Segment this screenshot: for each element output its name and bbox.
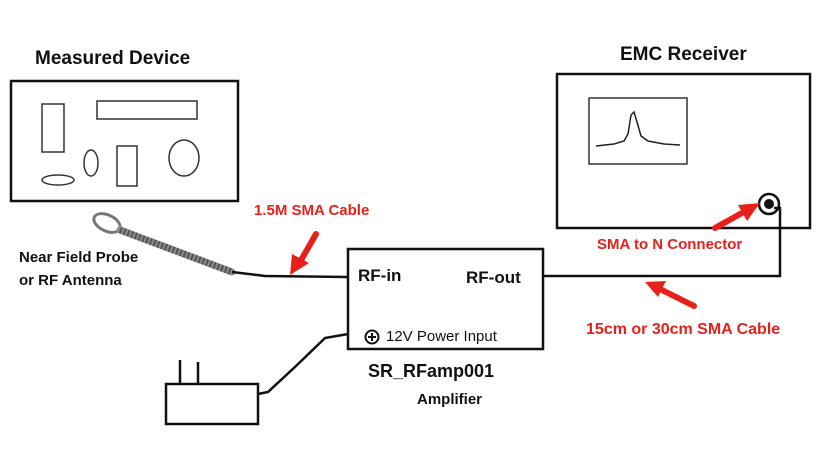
device-component-rect-2 xyxy=(96,100,198,120)
receiver-screen xyxy=(588,97,688,165)
cable-out-annotation: 15cm or 30cm SMA Cable xyxy=(586,321,781,338)
connector-annotation: SMA to N Connector xyxy=(597,236,743,253)
rf-in-label: RF-in xyxy=(358,266,402,285)
power-input-label: 12V Power Input xyxy=(386,328,497,345)
amplifier-box xyxy=(346,247,545,351)
input-sma-cable xyxy=(231,270,349,279)
probe-label-line1: Near Field Probe xyxy=(19,249,139,266)
power-plus-circle xyxy=(364,329,380,345)
output-sma-cable xyxy=(543,206,782,278)
probe-handle xyxy=(116,226,236,276)
arrow-connector xyxy=(712,203,760,231)
device-component-oval-2 xyxy=(168,139,200,177)
power-cable xyxy=(257,332,349,396)
measured-device-box xyxy=(9,79,240,203)
power-adapter-prongs xyxy=(178,360,200,384)
device-component-rect-3 xyxy=(116,145,138,187)
arrow-cable-out xyxy=(645,281,697,309)
arrow-cable-in xyxy=(290,231,319,275)
rf-out-label: RF-out xyxy=(466,268,521,287)
device-component-oval-3 xyxy=(41,174,75,186)
emc-receiver-label: EMC Receiver xyxy=(620,44,747,65)
probe-label-line2: or RF Antenna xyxy=(19,272,122,289)
device-component-oval-1 xyxy=(83,149,99,177)
receiver-spectrum-trace xyxy=(595,110,681,147)
amplifier-caption-label: Amplifier xyxy=(417,391,483,408)
device-component-rect-1 xyxy=(41,103,65,153)
power-adapter-body xyxy=(164,382,260,426)
power-plus-sign xyxy=(368,333,376,341)
cable-in-annotation: 1.5M SMA Cable xyxy=(254,202,370,219)
n-connector-inner xyxy=(764,199,774,209)
emc-receiver-box xyxy=(555,72,812,230)
amplifier-model-label: SR_RFamp001 xyxy=(368,361,495,381)
measured-device-label: Measured Device xyxy=(35,48,191,69)
